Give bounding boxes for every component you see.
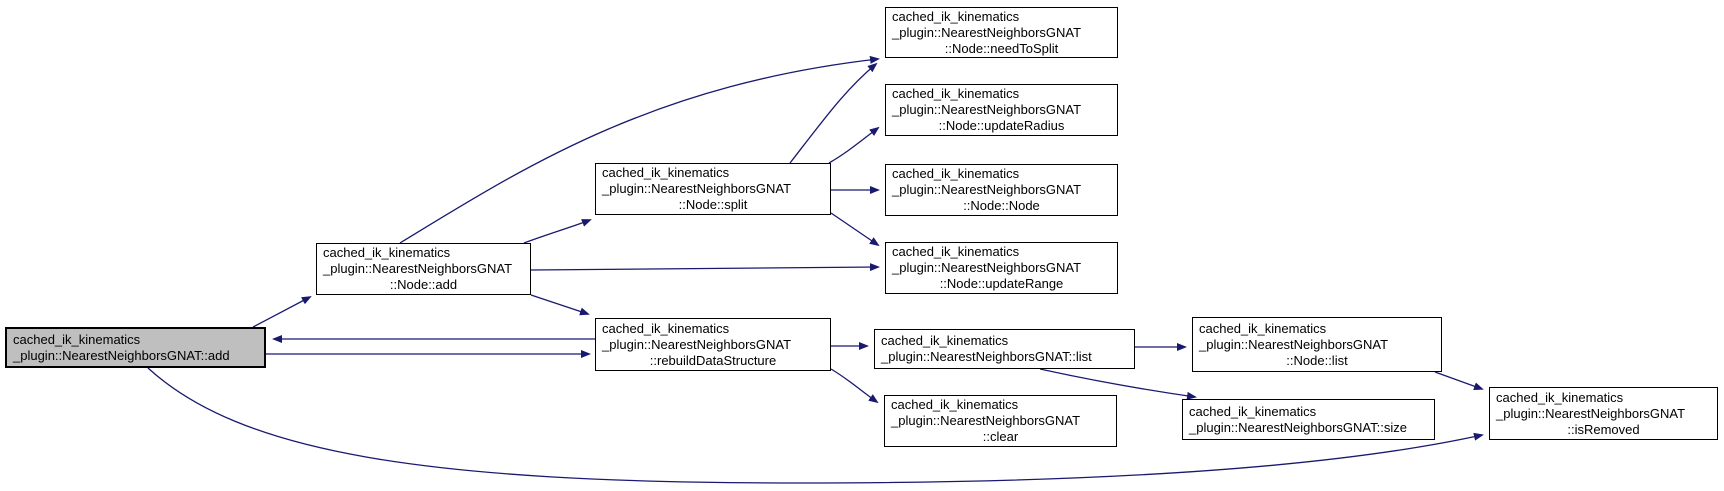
graph-node-split[interactable]: cached_ik_kinematics_plugin::NearestNeig… — [595, 163, 831, 215]
graph-node-rebuild[interactable]: cached_ik_kinematics_plugin::NearestNeig… — [595, 318, 831, 371]
graph-node-node-node[interactable]: cached_ik_kinematics_plugin::NearestNeig… — [885, 164, 1118, 216]
graph-node-label-line: _plugin::NearestNeighborsGNAT — [1199, 336, 1389, 352]
graph-node-label-line: ::Node::Node — [963, 198, 1040, 213]
graph-node-label-line: ::Node::needToSplit — [944, 40, 1059, 56]
graph-node-label-line: ::Node::updateRange — [939, 276, 1064, 291]
edge-list->size — [1039, 368, 1197, 400]
graph-node-label-line: cached_ik_kinematics — [323, 245, 451, 260]
edge-node-add->update-range — [530, 263, 880, 272]
graph-node-label-line: _plugin::NearestNeighborsGNAT — [892, 102, 1082, 117]
edge-split->update-radius — [828, 126, 880, 164]
graph-node-label-line: cached_ik_kinematics — [602, 165, 730, 180]
edge-add->node-add — [252, 296, 312, 328]
edge-node-list->is-removed — [1434, 371, 1484, 391]
graph-node-label-line: cached_ik_kinematics — [892, 244, 1020, 259]
graph-node-update-range[interactable]: cached_ik_kinematics_plugin::NearestNeig… — [885, 242, 1118, 294]
graph-node-label-line: _plugin::NearestNeighborsGNAT — [892, 260, 1082, 275]
graph-node-label-line: ::Node::list — [1286, 352, 1348, 368]
graph-node-label-line: _plugin::NearestNeighborsGNAT — [1496, 405, 1686, 421]
graph-node-label-line: cached_ik_kinematics — [1199, 320, 1327, 336]
graph-node-label-line: _plugin::NearestNeighborsGNAT::add — [13, 347, 230, 363]
graph-node-label-line: cached_ik_kinematics — [892, 8, 1020, 24]
graph-node-label-line: _plugin::NearestNeighborsGNAT::list — [881, 349, 1092, 364]
graph-node-label-line: ::Node::split — [678, 197, 748, 212]
graph-node-label-line: cached_ik_kinematics — [602, 320, 730, 336]
graph-node-label-line: _plugin::NearestNeighborsGNAT — [323, 261, 513, 276]
graph-node-label-line: cached_ik_kinematics — [892, 166, 1020, 181]
graph-node-label-line: _plugin::NearestNeighborsGNAT — [891, 413, 1081, 428]
graph-node-label-line: _plugin::NearestNeighborsGNAT — [892, 182, 1082, 197]
graph-node-label-line: cached_ik_kinematics — [1189, 403, 1317, 419]
edge-node-add->rebuild — [530, 294, 590, 316]
graph-node-is-removed[interactable]: cached_ik_kinematics_plugin::NearestNeig… — [1489, 387, 1718, 440]
graph-node-node-add[interactable]: cached_ik_kinematics_plugin::NearestNeig… — [316, 243, 531, 295]
graph-node-size[interactable]: cached_ik_kinematics_plugin::NearestNeig… — [1182, 399, 1435, 440]
graph-node-clear[interactable]: cached_ik_kinematics_plugin::NearestNeig… — [884, 395, 1117, 447]
graph-node-label-line: ::Node::add — [389, 277, 458, 292]
graph-node-label-line: _plugin::NearestNeighborsGNAT::size — [1189, 419, 1407, 435]
graph-node-label-line: cached_ik_kinematics — [881, 333, 1009, 348]
graph-node-label-line: _plugin::NearestNeighborsGNAT — [602, 181, 792, 196]
graph-node-label-line: ::rebuildDataStructure — [649, 352, 777, 368]
graph-node-label-line: ::Node::updateRadius — [938, 118, 1065, 133]
edge-split->update-range — [830, 212, 880, 247]
graph-node-label-line: _plugin::NearestNeighborsGNAT — [602, 336, 792, 352]
graph-node-label-line: ::clear — [982, 429, 1019, 444]
graph-node-update-radius[interactable]: cached_ik_kinematics_plugin::NearestNeig… — [885, 84, 1118, 136]
graph-node-label-line: cached_ik_kinematics — [891, 397, 1019, 412]
edge-node-add->need-to-split — [399, 55, 880, 244]
edge-node-add->split — [523, 219, 592, 244]
graph-node-label-line: cached_ik_kinematics — [13, 331, 141, 347]
graph-node-label-line: cached_ik_kinematics — [1496, 389, 1624, 405]
graph-node-need-to-split[interactable]: cached_ik_kinematics_plugin::NearestNeig… — [885, 7, 1118, 58]
graph-node-list[interactable]: cached_ik_kinematics_plugin::NearestNeig… — [874, 329, 1135, 369]
graph-node-label-line: _plugin::NearestNeighborsGNAT — [892, 24, 1082, 40]
edge-rebuild->clear — [830, 368, 879, 404]
graph-node-add[interactable]: cached_ik_kinematics_plugin::NearestNeig… — [5, 327, 266, 368]
graph-node-label-line: ::isRemoved — [1567, 421, 1640, 437]
graph-node-node-list[interactable]: cached_ik_kinematics_plugin::NearestNeig… — [1192, 317, 1442, 372]
graph-node-label-line: cached_ik_kinematics — [892, 86, 1020, 101]
edge-add->is-removed — [147, 367, 1484, 484]
edge-split->need-to-split — [789, 62, 878, 164]
